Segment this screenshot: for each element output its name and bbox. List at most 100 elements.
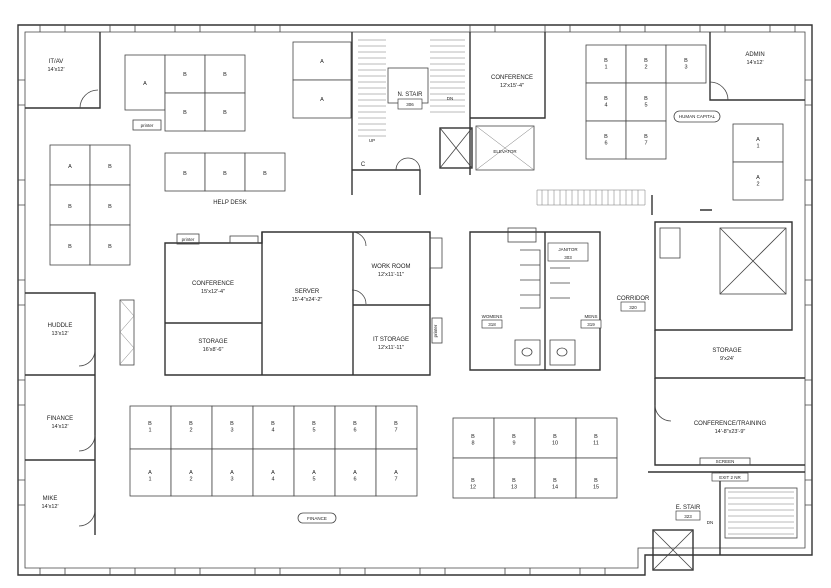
desk-label: B xyxy=(223,72,227,78)
stair-number: 306 xyxy=(406,102,414,107)
room-name: MENS xyxy=(584,314,597,319)
stair-name: N. STAIR xyxy=(398,92,424,98)
desk-label: B xyxy=(223,171,227,177)
room-name: CORRIDOR xyxy=(617,296,650,302)
printer-label: printer xyxy=(141,123,154,128)
room-it-av: IT/AV 14'x12' xyxy=(25,32,101,109)
printer-label: printer xyxy=(433,324,438,337)
room-name: IT STORAGE xyxy=(373,337,409,343)
north-center-desks: A A xyxy=(292,41,352,119)
stair-direction: DN xyxy=(447,96,454,101)
room-number: 319 xyxy=(587,322,595,327)
desk-label: B xyxy=(108,244,112,250)
central-block: printer CONFERENCE 15'x12'-4" STORAGE 16… xyxy=(164,231,443,376)
stair-direction: UP xyxy=(369,138,375,143)
exit-label: EXIT 2 NR xyxy=(719,475,741,480)
room-dimensions: 12'x11'-11" xyxy=(378,272,404,278)
printer-label: printer xyxy=(182,237,195,242)
east-shaft xyxy=(654,221,793,331)
desk-label: B xyxy=(108,164,112,170)
room-dimensions: 14'x12' xyxy=(41,504,58,510)
room-dimensions: 13'x12' xyxy=(51,331,68,337)
room-dimensions: 12'x11'-11" xyxy=(378,345,404,351)
stair-name: E. STAIR xyxy=(676,505,701,511)
room-storage-east: STORAGE 9'x24' xyxy=(654,330,805,379)
room-name: SERVER xyxy=(295,289,320,295)
room-name: FINANCE xyxy=(47,416,73,422)
desk-label: B xyxy=(183,72,187,78)
desk-label: B xyxy=(183,171,187,177)
room-dimensions: 12'x15'-4" xyxy=(500,83,524,89)
room-conference-north: CONFERENCE 12'x15'-4" xyxy=(470,32,646,206)
room-name: MIKE xyxy=(43,496,58,502)
room-conference-training: CONFERENCE/TRAINING 14'-8"x23'-9" SCREEN xyxy=(654,378,805,466)
help-desk: B B B HELP DESK xyxy=(164,152,286,206)
west-offices: HUDDLE 13'x12' FINANCE 14'x12' MIKE 14'x… xyxy=(25,292,135,535)
room-name: WORK ROOM xyxy=(372,264,411,270)
room-name: STORAGE xyxy=(712,348,741,354)
room-dimensions: 14'-8"x23'-9" xyxy=(715,429,746,435)
room-number: 303 xyxy=(564,255,572,260)
north-stair: N. STAIR 306 DN UP C xyxy=(351,32,471,195)
desk-label: B xyxy=(108,204,112,210)
desk-label: B xyxy=(263,171,267,177)
desk-label: B xyxy=(183,110,187,116)
east-stair: EXIT 2 NR E. STAIR 323 DN xyxy=(648,471,805,571)
help-desk-label: HELP DESK xyxy=(213,200,247,206)
west-wing-desks: A B B B B B xyxy=(49,144,131,266)
room-dimensions: 16'x8'-6" xyxy=(203,347,224,353)
stair-direction: DN xyxy=(707,520,714,525)
room-dimensions: 9'x24' xyxy=(720,356,734,362)
room-name: CONFERENCE xyxy=(491,75,533,81)
room-dimensions: 14'x12' xyxy=(51,424,68,430)
elevator: ELEVATOR xyxy=(439,125,535,171)
exterior-walls xyxy=(17,24,813,576)
desk-label: A xyxy=(320,59,324,65)
desk-label: B xyxy=(68,244,72,250)
room-name: ADMIN xyxy=(745,52,764,58)
nw-desk-cluster: A B B B B printer xyxy=(124,54,246,132)
room-name: STORAGE xyxy=(198,339,227,345)
elevator-label: ELEVATOR xyxy=(493,149,517,154)
room-number: 320 xyxy=(629,305,637,310)
room-name: CONFERENCE xyxy=(192,281,234,287)
room-name: HUDDLE xyxy=(48,323,73,329)
department-tag: HUMAN CAPITAL xyxy=(679,114,716,119)
room-dimensions: 15'x12'-4" xyxy=(201,289,225,295)
desk-label: B xyxy=(68,204,72,210)
corridor: CORRIDOR 320 xyxy=(617,195,712,312)
room-name: IT/AV xyxy=(49,59,64,65)
stair-marker: C xyxy=(361,162,366,168)
